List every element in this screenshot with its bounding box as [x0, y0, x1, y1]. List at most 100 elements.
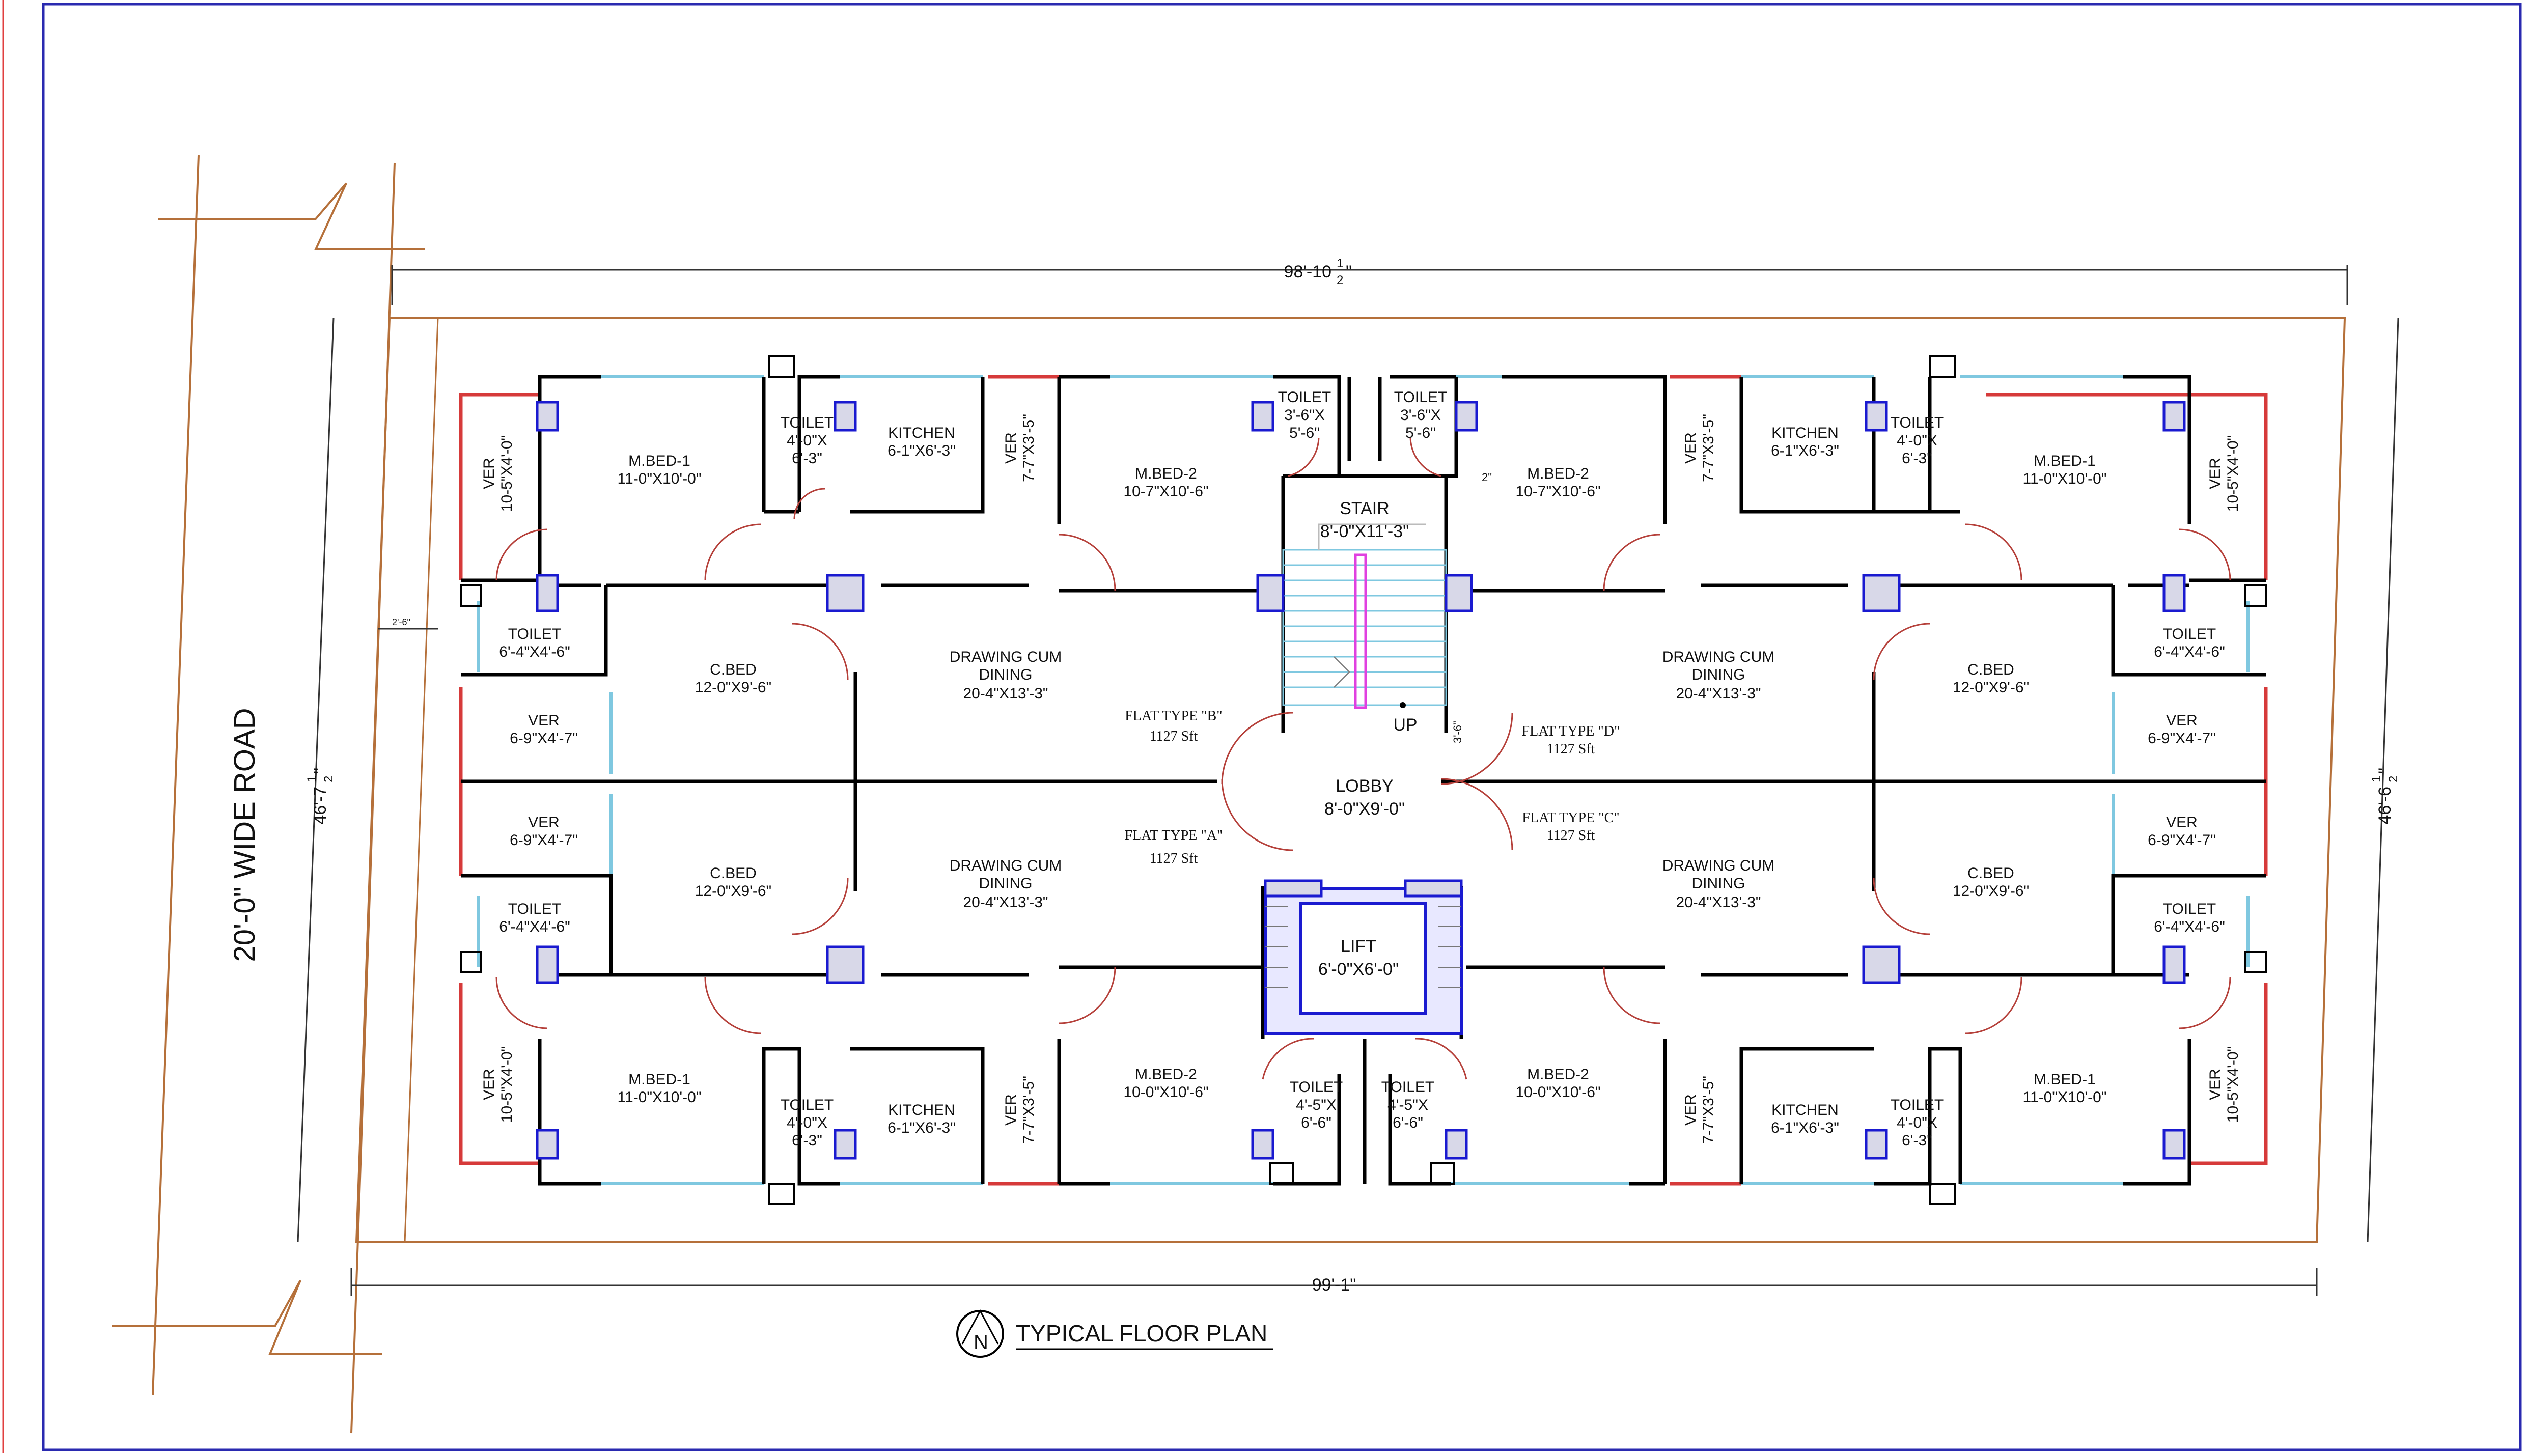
tr-ver-size: 10-5"X4'-0": [2225, 435, 2241, 512]
br-kitchen-name: KITCHEN: [1771, 1102, 1839, 1118]
lift-shaft: [1264, 887, 1463, 1035]
drawing-title: TYPICAL FLOOR PLAN: [1016, 1320, 1267, 1347]
bl-mbed1-size: 11-0"X10'-0": [618, 1089, 702, 1106]
br-mbed2-size: 10-0"X10'-6": [1515, 1084, 1600, 1101]
tr-mbed1-size: 11-0"X10'-0": [2023, 470, 2107, 487]
br-ver-name: VER: [2207, 1069, 2224, 1100]
north-symbol: N: [956, 1309, 1004, 1358]
duct-shafts: [460, 355, 2267, 1205]
flat-a-area: 1127 Sft: [1150, 851, 1198, 866]
tl-ver2-size: 7-7"X3'-5": [1020, 414, 1037, 482]
stair-up: UP: [1393, 715, 1417, 735]
br-drawing-size: 20-4"X13'-3": [1676, 894, 1761, 911]
tr-ver3-name: VER: [2166, 712, 2198, 729]
bl-drawing-name2: DINING: [979, 875, 1033, 892]
br-ver3-size: 6-9"X4'-7": [2148, 832, 2216, 849]
stair-name: STAIR: [1340, 499, 1390, 518]
bl-cbed-size: 12-0"X9'-6": [695, 883, 771, 900]
bl-ver-size: 10-5"X4'-0": [498, 1046, 515, 1123]
lobby-name: LOBBY: [1336, 776, 1393, 796]
tl-toilet2-name: TOILET: [1278, 389, 1331, 406]
bl-cbed-name: C.BED: [710, 865, 757, 882]
tl-drawing-name2: DINING: [979, 666, 1033, 683]
tr-toilet-name: TOILET: [1891, 414, 1944, 431]
br-ver-size: 10-5"X4'-0": [2225, 1046, 2241, 1123]
br-toilet-name: TOILET: [1891, 1097, 1944, 1113]
tl-mbed2-name: M.BED-2: [1135, 465, 1197, 482]
tl-drawing-name1: DRAWING CUM: [950, 649, 1062, 665]
br-ver3-name: VER: [2166, 814, 2198, 831]
bl-ver-name: VER: [481, 1069, 497, 1100]
tl-mbed2-size: 10-7"X10'-6": [1123, 483, 1208, 500]
br-toilet3-name: TOILET: [2163, 901, 2216, 917]
tr-toilet3-name: TOILET: [2163, 626, 2216, 642]
dim-small-2: 2": [1482, 471, 1492, 484]
dim-top: 98'-10: [1284, 262, 1331, 282]
bl-kitchen-name: KITCHEN: [888, 1102, 955, 1118]
flat-b-area: 1127 Sft: [1150, 729, 1198, 744]
tr-drawing-size: 20-4"X13'-3": [1676, 685, 1761, 702]
svg-text:46'-7: 46'-7: [311, 787, 330, 825]
tl-kitchen-name: KITCHEN: [888, 425, 955, 441]
tl-drawing-size: 20-4"X13'-3": [963, 685, 1048, 702]
columns: [536, 401, 2186, 1160]
tl-ver-size: 10-5"X4'-0": [498, 435, 515, 512]
tl-toilet-size1: 4'-0"X: [787, 432, 827, 449]
br-cbed-name: C.BED: [1967, 865, 2014, 882]
road-label: 20'-0" WIDE ROAD: [228, 708, 261, 962]
tr-cbed-size: 12-0"X9'-6": [1953, 679, 2029, 696]
tl-cbed-size: 12-0"X9'-6": [695, 679, 771, 696]
tr-drawing-name1: DRAWING CUM: [1662, 649, 1775, 665]
bl-mbed1-name: M.BED-1: [628, 1071, 690, 1088]
tl-ver2-name: VER: [1003, 432, 1019, 464]
bl-toilet-name: TOILET: [781, 1097, 834, 1113]
tr-toilet2-size2: 5'-6": [1405, 425, 1436, 441]
tr-mbed2-name: M.BED-2: [1527, 465, 1589, 482]
flat-c-area: 1127 Sft: [1547, 828, 1595, 844]
tl-cbed-name: C.BED: [710, 661, 757, 678]
br-ver2-size: 7-7"X3'-5": [1700, 1076, 1717, 1144]
bl-drawing-size: 20-4"X13'-3": [963, 894, 1048, 911]
tr-cbed-name: C.BED: [1967, 661, 2014, 678]
plot-inner-boundary: [404, 317, 2346, 1243]
tr-kitchen-size: 6-1"X6'-3": [1771, 442, 1839, 459]
tr-ver-name: VER: [2207, 458, 2224, 489]
br-toilet2-size2: 6'-6": [1393, 1114, 1423, 1131]
br-toilet2-size1: 4'-5"X: [1387, 1097, 1428, 1113]
br-mbed1-size: 11-0"X10'-0": [2023, 1089, 2107, 1106]
flat-a-label: FLAT TYPE "A": [1125, 828, 1223, 844]
tl-toilet2-size2: 5'-6": [1289, 425, 1320, 441]
br-drawing-name1: DRAWING CUM: [1662, 857, 1775, 874]
svg-text:": ": [311, 768, 330, 774]
door-swings: [495, 437, 2231, 1080]
bl-ver3-name: VER: [528, 814, 560, 831]
tl-toilet-size2: 6'-3": [792, 450, 822, 467]
lift-name: LIFT: [1341, 937, 1376, 956]
tl-ver-name: VER: [481, 458, 497, 489]
br-ver2-name: VER: [1682, 1094, 1699, 1126]
bl-toilet2-size2: 6'-6": [1301, 1114, 1331, 1131]
flat-b-label: FLAT TYPE "B": [1125, 708, 1222, 724]
tl-toilet2-size1: 3'-6"X: [1284, 407, 1325, 424]
svg-text:1: 1: [2370, 776, 2383, 782]
bl-mbed2-name: M.BED-2: [1135, 1066, 1197, 1083]
br-mbed2-name: M.BED-2: [1527, 1066, 1589, 1083]
br-toilet-size2: 6'-3": [1902, 1132, 1932, 1149]
tl-mbed1-name: M.BED-1: [628, 453, 690, 469]
tr-toilet3-size: 6'-4"X4'-6": [2154, 643, 2225, 660]
tl-kitchen-size: 6-1"X6'-3": [887, 442, 956, 459]
bl-toilet-size2: 6'-3": [792, 1132, 822, 1149]
tr-mbed2-size: 10-7"X10'-6": [1515, 483, 1600, 500]
tr-mbed1-name: M.BED-1: [2034, 453, 2096, 469]
dim-small-36: 3'-6": [1451, 721, 1464, 743]
tr-ver2-name: VER: [1682, 432, 1699, 464]
br-drawing-name2: DINING: [1692, 875, 1745, 892]
stair-size: 8'-0"X11'-3": [1320, 522, 1409, 541]
lift-size: 6'-0"X6'-0": [1318, 960, 1399, 979]
bl-kitchen-size: 6-1"X6'-3": [887, 1119, 956, 1136]
tr-toilet-size1: 4'-0"X: [1897, 432, 1937, 449]
tr-toilet2-size1: 3'-6"X: [1400, 407, 1441, 424]
tl-toilet3-name: TOILET: [508, 626, 561, 642]
